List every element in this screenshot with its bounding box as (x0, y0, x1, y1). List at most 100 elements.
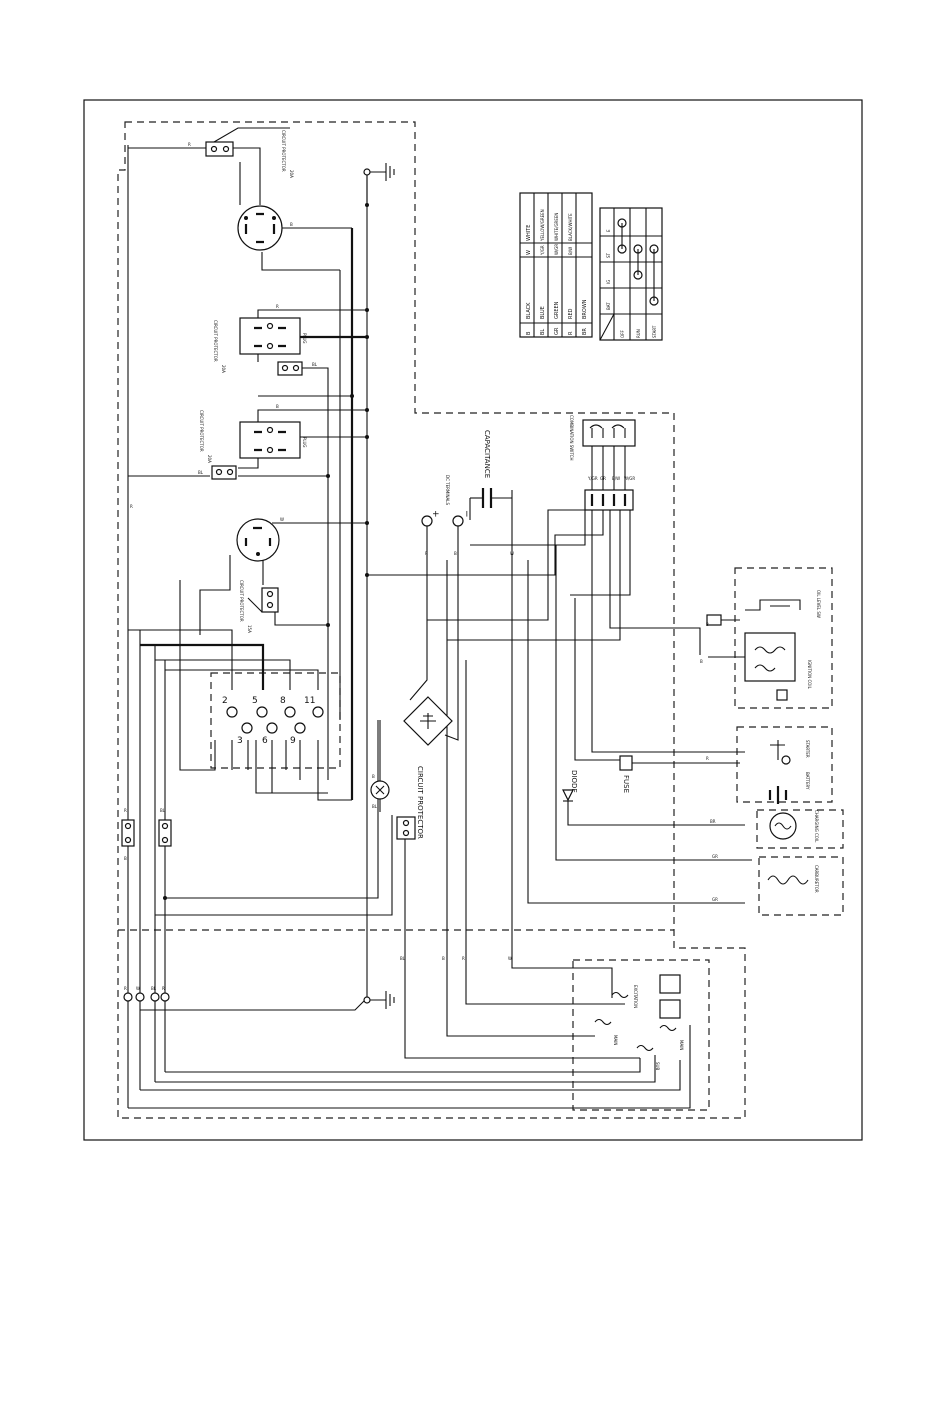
combination-switch-label: COMBINATION SWITCH (569, 415, 574, 460)
diode-label: DIODE (570, 770, 578, 793)
oil-level-sw-label: OIL LEVEL SW (816, 590, 821, 618)
oil-level-switch: OIL LEVEL SW (706, 590, 821, 626)
legend-code: BL (540, 329, 546, 335)
wire (165, 720, 379, 899)
dc-terminal-plus: + (421, 510, 440, 527)
circuit-protector-4-rating: 15A (247, 625, 252, 633)
receptacle-30a (237, 205, 283, 251)
wire (238, 455, 259, 469)
receptacle-20a (236, 518, 280, 562)
wire (470, 510, 586, 546)
legend-name: BLACK/WHITE (568, 213, 573, 241)
fuse: FUSE (619, 755, 633, 793)
capacitor: CAPACITANCE (481, 430, 493, 508)
wire (591, 510, 745, 753)
svg-text:B: B (700, 659, 703, 664)
dc-terminal-minus: − (452, 510, 471, 527)
svg-text:B/W: B/W (612, 476, 620, 481)
generator-enclosure (572, 959, 710, 1111)
legend-code: B (526, 331, 532, 335)
bottom-terminals (123, 992, 170, 1002)
key-switch-table: BAT IG ST E OFF RUN START (599, 207, 663, 341)
svg-text:BL: BL (160, 808, 166, 813)
circuit-protector-main-label: CIRCUIT PROTECTOR (416, 766, 424, 839)
voltage-sensor (370, 780, 390, 800)
terminal-num: 9 (290, 736, 296, 746)
legend-name: YELLOW/GREEN (540, 209, 545, 242)
charging-coil-enclosure (756, 809, 844, 849)
duplex-receptacle-1: PLUG (239, 317, 307, 355)
legend-code: W (526, 250, 532, 255)
wire-tags: R B R BL B BL W R R B W Y/GR GR B/W W/GR… (124, 142, 718, 991)
circuit-protector-2-label: CIRCUIT PROTECTOR (213, 320, 218, 362)
svg-text:B: B (290, 222, 293, 227)
legend-name: GREEN (554, 301, 560, 319)
legend-code: BR (582, 328, 588, 335)
switch-header: IG (606, 280, 611, 284)
circuit-protector-top-rating: 20A (289, 170, 294, 178)
combination-switch: COMBINATION SWITCH (569, 415, 636, 460)
carburetor-label: CARBURETOR (814, 865, 819, 893)
wire (155, 815, 393, 916)
wire (155, 659, 291, 690)
gen-label: SUB (655, 1062, 660, 1070)
svg-text:W: W (280, 517, 284, 522)
wire (140, 643, 265, 690)
wire (165, 669, 319, 690)
diode: DIODE (562, 770, 578, 802)
wire (274, 600, 328, 626)
duplex-receptacle-2: PLUG (239, 421, 307, 459)
svg-text:R: R (706, 756, 709, 761)
svg-text:BL: BL (151, 986, 157, 991)
wire (140, 1060, 681, 1091)
legend-name: BROWN (582, 299, 588, 319)
svg-text:GR: GR (600, 476, 606, 481)
switch-row: RUN (636, 329, 641, 338)
wire (444, 525, 459, 741)
legend-name: WHITE/GREEN (554, 213, 559, 241)
svg-text:R: R (188, 142, 191, 147)
legend-code: Y/GR (540, 245, 545, 256)
wire (574, 598, 620, 761)
legend-code: W/GR (554, 244, 559, 255)
inline-connector-1 (121, 819, 135, 847)
battery-label: BATTERY (805, 772, 810, 790)
circuit-protector-3: CIRCUIT PROTECTOR 20A (199, 410, 237, 480)
wire (261, 252, 340, 271)
starter-label: STARTER (805, 740, 810, 758)
charging-coil-label: CHARGING COIL (814, 810, 819, 843)
svg-text:R: R (276, 304, 279, 309)
wire (155, 1055, 656, 1083)
circuit-protector-3-label: CIRCUIT PROTECTOR (199, 410, 204, 452)
wire (465, 660, 625, 1005)
inline-connector-2 (158, 819, 172, 847)
harness-connector (584, 489, 634, 511)
circuit-protector-4: CIRCUIT PROTECTOR 15A (239, 580, 279, 633)
wire (230, 147, 261, 205)
wire (179, 580, 216, 771)
bridge-rectifier (403, 696, 453, 746)
wire (199, 555, 231, 635)
svg-text:B: B (454, 551, 457, 556)
wire (409, 525, 428, 701)
charging-coil: CHARGING COIL (769, 810, 819, 843)
svg-text:W: W (510, 551, 514, 556)
starter: STARTER (770, 740, 810, 765)
svg-text:BL: BL (198, 470, 204, 475)
terminal-num: 5 (252, 696, 258, 706)
diagram-frame (83, 99, 863, 1141)
svg-text:B: B (372, 774, 375, 779)
svg-text:R: R (130, 504, 133, 509)
legend-name: RED (568, 308, 574, 319)
switch-row: START (652, 325, 657, 338)
svg-text:Y/GR: Y/GR (587, 476, 598, 481)
switch-header: BAT (606, 302, 611, 310)
legend-code: GR (554, 327, 560, 335)
circuit-protector-main: CIRCUIT PROTECTOR (396, 766, 424, 840)
wire (257, 409, 367, 425)
svg-text:R: R (124, 986, 127, 991)
circuit-protector-4-label: CIRCUIT PROTECTOR (239, 580, 244, 622)
generator-windings: EXCITATION MAIN SUB MAIN (594, 974, 684, 1070)
svg-text:R: R (124, 808, 127, 813)
svg-text:W/GR: W/GR (624, 476, 635, 481)
